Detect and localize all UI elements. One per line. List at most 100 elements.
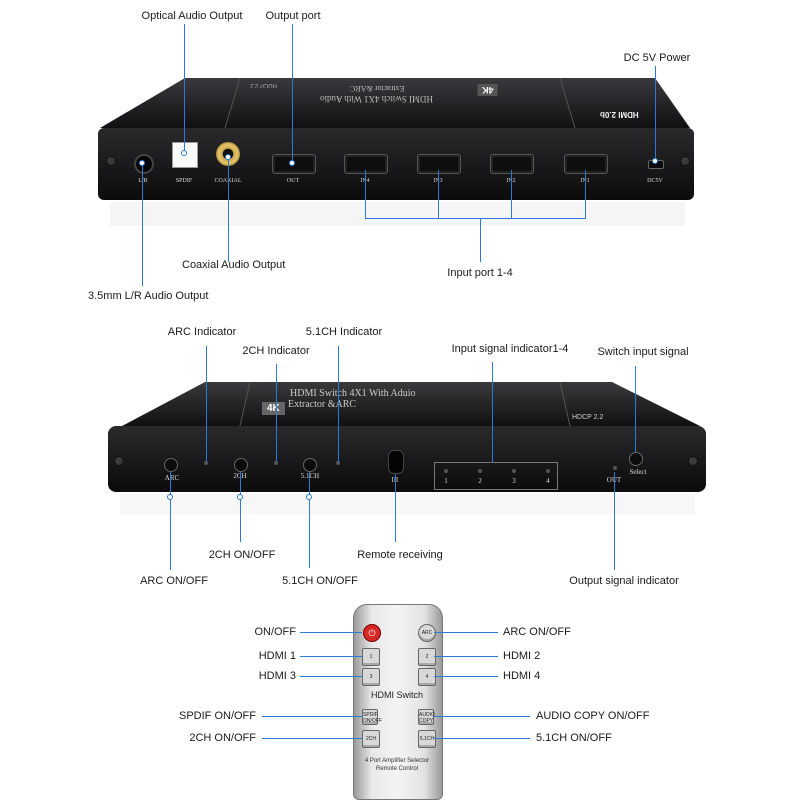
face-label-1: 1 <box>444 477 448 485</box>
callout-dot <box>237 494 243 500</box>
callout-line <box>434 656 498 657</box>
callout-coaxial: Coaxial Audio Output <box>182 259 286 271</box>
hdmi-in3-port <box>417 154 461 174</box>
remote-footer-2: Remote Control <box>375 766 419 772</box>
callout-line <box>300 632 362 633</box>
mid-print-line1: HDMI Switch 4X1 With Aduio <box>290 388 416 399</box>
remote-spdif-button[interactable]: SPDIF ON/OFF <box>362 709 382 725</box>
hdmi-in4-port <box>344 154 388 174</box>
callout-51ch-onoff: 5.1CH ON/OFF <box>282 575 358 587</box>
input4-led <box>546 469 550 473</box>
face-label-spdif: SPDIF <box>175 178 193 184</box>
ch51-led <box>336 461 340 465</box>
arc-led <box>204 461 208 465</box>
remote-51ch-button[interactable]: 5.1CH <box>418 730 436 748</box>
input1-led <box>444 469 448 473</box>
callout-remote-arc: ARC ON/OFF <box>503 626 571 638</box>
face-label-select: Select <box>629 468 647 476</box>
remote-hdmi1-button[interactable]: 1 <box>362 648 380 666</box>
callout-line <box>338 346 339 462</box>
top-device-body <box>98 77 694 226</box>
callout-dot <box>306 494 312 500</box>
remote-audio-copy-button[interactable]: AUDIO COPY <box>418 709 435 725</box>
callout-remote-onoff: ON/OFF <box>254 626 296 638</box>
screw <box>106 156 116 166</box>
face-label-3: 3 <box>512 477 516 485</box>
remote-2ch-button[interactable]: 2CH <box>362 730 380 748</box>
face-label-out: OUT <box>286 178 300 184</box>
input2-led <box>478 469 482 473</box>
callout-line <box>434 716 530 717</box>
hdmi-in1-port <box>564 154 608 174</box>
callout-line <box>395 474 396 542</box>
callout-line <box>614 472 615 570</box>
top-4k-badge: 4K <box>478 84 498 96</box>
face-label-arc: ARC <box>164 474 180 482</box>
callout-51ch-indicator: 5.1CH Indicator <box>305 326 383 338</box>
callout-remote-51ch: 5.1CH ON/OFF <box>536 732 612 744</box>
callout-line <box>434 676 498 677</box>
callout-line <box>438 170 439 218</box>
callout-line <box>170 472 171 570</box>
select-button[interactable] <box>629 452 643 466</box>
top-hdcp-print: HDCP 2.2 <box>250 82 277 88</box>
callout-remote-hdmi3: HDMI 3 <box>258 670 296 682</box>
face-label-4: 4 <box>546 477 550 485</box>
callout-line <box>480 218 481 262</box>
callout-line <box>228 158 229 262</box>
callout-line <box>292 24 293 162</box>
callout-remote-hdmi2: HDMI 2 <box>503 650 541 662</box>
out-led <box>613 466 617 470</box>
remote-arc-button[interactable]: ARC <box>418 624 436 642</box>
callout-remote-hdmi1: HDMI 1 <box>258 650 296 662</box>
callout-arc-indicator: ARC Indicator <box>167 326 237 338</box>
callout-2ch-onoff: 2CH ON/OFF <box>208 549 276 561</box>
screw <box>114 456 124 466</box>
callout-remote-receiving: Remote receiving <box>357 549 443 561</box>
callout-dot <box>652 158 658 164</box>
ir-window <box>388 450 404 474</box>
callout-line <box>240 472 241 542</box>
screw <box>680 156 690 166</box>
remote-hdmi4-button[interactable]: 4 <box>418 668 436 686</box>
callout-line <box>184 24 185 152</box>
input3-led <box>512 469 516 473</box>
callout-optical: Optical Audio Output <box>141 10 243 22</box>
face-label-2: 2 <box>478 477 482 485</box>
middle-device-body <box>108 381 706 514</box>
callout-switch-input: Switch input signal <box>597 346 689 358</box>
top-print-line2: Extractor &ARC <box>350 84 405 93</box>
face-label-51ch: 5.1CH <box>300 472 320 480</box>
callout-dot <box>289 160 295 166</box>
callout-line <box>365 170 366 218</box>
callout-audio-35: 3.5mm L/R Audio Output <box>88 290 209 302</box>
callout-dot <box>139 160 145 166</box>
callout-remote-spdif: SPDIF ON/OFF <box>179 710 256 722</box>
callout-line <box>492 362 493 462</box>
callout-remote-audio-copy: AUDIO COPY ON/OFF <box>536 710 650 722</box>
ch2-button[interactable] <box>234 458 248 472</box>
mid-print-line2: Extractor &ARC <box>288 399 357 410</box>
ch51-button[interactable] <box>303 458 317 472</box>
callout-line <box>206 346 207 462</box>
remote-hdmi3-button[interactable]: 3 <box>362 668 380 686</box>
callout-line <box>511 170 512 218</box>
callout-dot <box>181 150 187 156</box>
callout-dot <box>167 494 173 500</box>
callout-line <box>635 366 636 452</box>
callout-remote-hdmi4: HDMI 4 <box>503 670 541 682</box>
remote-footer-1: 4 Port Amplifier Selector <box>364 758 430 764</box>
mid-4k-badge: 4K <box>262 402 285 415</box>
remote-title: HDMI Switch <box>370 690 424 700</box>
hdmi-in2-port <box>490 154 534 174</box>
remote-hdmi2-button[interactable]: 2 <box>418 648 436 666</box>
callout-line <box>655 66 656 160</box>
top-print-line1: HDMI Switch 4X1 With Audio <box>320 94 433 104</box>
arc-button[interactable] <box>164 458 178 472</box>
callout-line <box>434 632 498 633</box>
power-button[interactable]: ⏻ <box>363 624 381 642</box>
callout-line <box>300 676 362 677</box>
hdmi-logo: HDMI 2.0b <box>600 110 639 119</box>
callout-line <box>142 164 143 286</box>
callout-line <box>262 716 362 717</box>
